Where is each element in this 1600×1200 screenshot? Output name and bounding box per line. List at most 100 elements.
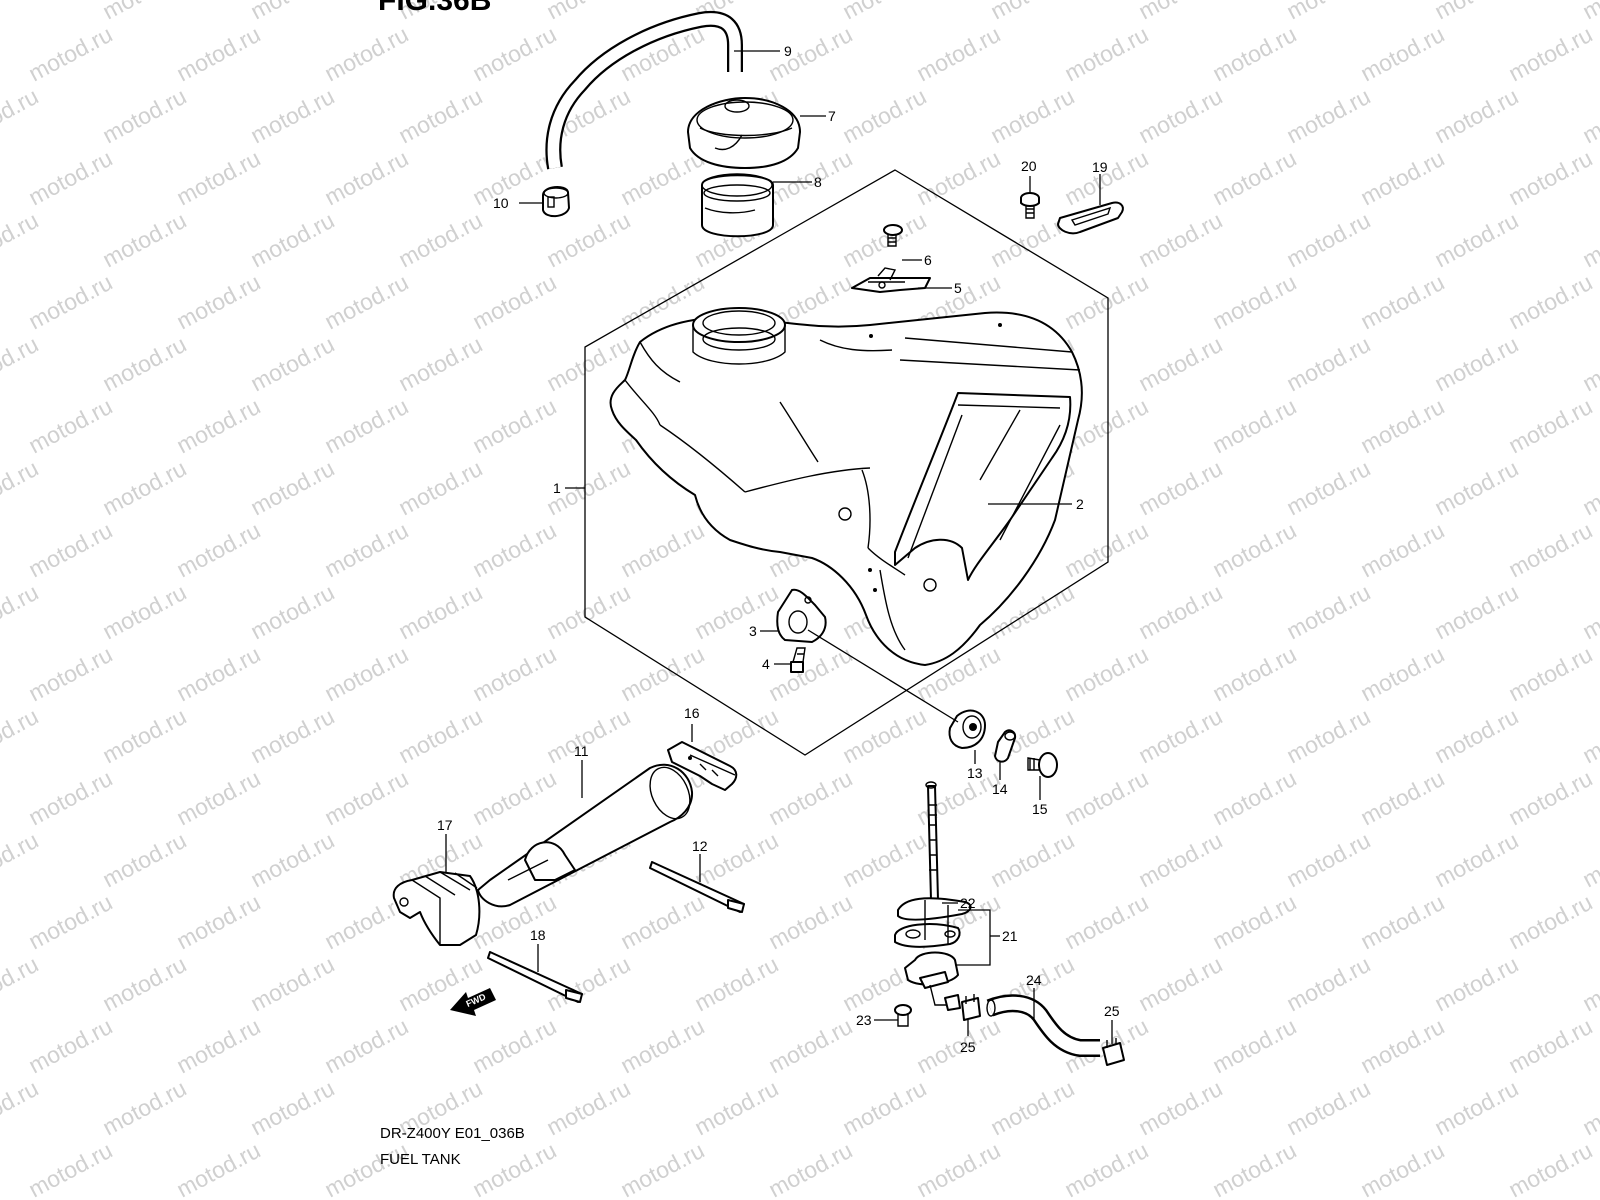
fuel-tank — [609, 307, 1083, 666]
callout-23: 23 — [856, 1012, 872, 1028]
watermark-text: motod.ru — [24, 1137, 116, 1200]
watermark-text: motod.ru — [172, 21, 264, 87]
callout-8: 8 — [814, 174, 822, 190]
watermark-text: motod.ru — [1356, 641, 1448, 707]
callout-14: 14 — [992, 781, 1008, 797]
watermark-text: motod.ru — [1282, 0, 1374, 24]
watermark-text: motod.ru — [98, 703, 190, 769]
watermark-text: motod.ru — [1208, 1013, 1300, 1079]
watermark-text: motod.ru — [838, 1075, 930, 1141]
watermark-text: motod.ru — [24, 1013, 116, 1079]
watermark-text: motod.ru — [690, 951, 782, 1017]
watermark-text: motod.ru — [24, 393, 116, 459]
heat-clip — [667, 741, 738, 791]
watermark-text: motod.ru — [246, 83, 338, 149]
watermark-text: motod.ru — [690, 827, 782, 893]
watermark-text: motod.ru — [1060, 641, 1152, 707]
watermark-text: motod.ru — [1134, 0, 1226, 24]
watermark-text: motod.ru — [542, 579, 634, 645]
watermark-text: motod.ru — [320, 393, 412, 459]
watermark-text: motod.ru — [172, 1137, 264, 1200]
leader-lines — [445, 50, 1113, 1044]
watermark-text: motod.ru — [1134, 455, 1226, 521]
watermark-text: motod.ru — [246, 331, 338, 397]
watermark-text: motod.ru — [172, 765, 264, 831]
watermark-text: motod.ru — [1282, 331, 1374, 397]
watermark-text: motod.ru — [838, 827, 930, 893]
watermark-text: motod.ru — [1430, 703, 1522, 769]
watermark-text: motod.ru — [1504, 517, 1596, 583]
watermark-text: motod.ru — [764, 1137, 856, 1200]
watermark-text: motod.ru — [320, 1137, 412, 1200]
watermark-text: motod.ru — [394, 455, 486, 521]
filler-gasket — [701, 173, 774, 238]
forward-arrow: FWD — [450, 988, 496, 1016]
fuel-hose — [986, 994, 1100, 1057]
screw-20 — [1020, 192, 1040, 219]
watermark-text: motod.ru — [616, 889, 708, 955]
watermark-text: motod.ru — [1578, 331, 1600, 397]
watermark-text: motod.ru — [1356, 269, 1448, 335]
watermark-text: motod.ru — [1430, 331, 1522, 397]
watermark-text: motod.ru — [1504, 1137, 1596, 1200]
watermark-text: motod.ru — [764, 1013, 856, 1079]
watermark-text: motod.ru — [1060, 1137, 1152, 1200]
watermark-text: motod.ru — [1208, 765, 1300, 831]
watermark-text: motod.ru — [1282, 1075, 1374, 1141]
watermark-text: motod.ru — [172, 517, 264, 583]
watermark-text: motod.ru — [1282, 207, 1374, 273]
callout-4: 4 — [762, 656, 770, 672]
watermark-text: motod.ru — [0, 951, 42, 1017]
callout-5: 5 — [954, 280, 962, 296]
watermark-text: motod.ru — [1134, 207, 1226, 273]
callout-9: 9 — [784, 43, 792, 59]
watermark-text: motod.ru — [1504, 21, 1596, 87]
watermark-text: motod.ru — [394, 703, 486, 769]
hose-clamp-25a — [961, 994, 981, 1021]
callout-22: 22 — [960, 895, 976, 911]
screw-6 — [883, 224, 903, 247]
watermark-text: motod.ru — [246, 1075, 338, 1141]
watermark-text: motod.ru — [912, 145, 1004, 211]
watermark-text: motod.ru — [320, 765, 412, 831]
watermark-text: motod.ru — [394, 83, 486, 149]
watermark-text: motod.ru — [98, 455, 190, 521]
callout-17: 17 — [437, 817, 453, 833]
watermark-text: motod.ru — [1060, 517, 1152, 583]
callout-19: 19 — [1092, 159, 1108, 175]
watermark-text: motod.ru — [1356, 1137, 1448, 1200]
watermark-text: motod.ru — [1578, 0, 1600, 24]
watermark-text: motod.ru — [1356, 765, 1448, 831]
watermark-text: motod.ru — [394, 579, 486, 645]
watermark-text: motod.ru — [468, 517, 560, 583]
callout-13: 13 — [967, 765, 983, 781]
watermark-text: motod.ru — [1060, 889, 1152, 955]
watermark-text: motod.ru — [1208, 889, 1300, 955]
watermark-text: motod.ru — [468, 1137, 560, 1200]
watermark-text: motod.ru — [912, 1137, 1004, 1200]
callout-labels: 9 7 8 10 20 19 6 5 1 2 3 4 13 14 15 16 1… — [437, 43, 1120, 1055]
hose-protector — [392, 871, 481, 946]
watermark-text: motod.ru — [246, 455, 338, 521]
watermark-text: motod.ru — [1430, 0, 1522, 24]
watermark-text: motod.ru — [468, 765, 560, 831]
watermark-text: motod.ru — [1578, 207, 1600, 273]
watermark-text: motod.ru — [1282, 455, 1374, 521]
watermark-text: motod.ru — [172, 641, 264, 707]
cable-tie-18 — [487, 951, 583, 1003]
mount-bracket — [776, 588, 827, 643]
tank-assembly-outline — [584, 169, 1109, 756]
callout-25a: 25 — [960, 1039, 976, 1055]
watermark-text: motod.ru — [172, 145, 264, 211]
watermark-text: motod.ru — [1578, 455, 1600, 521]
watermark-text: motod.ru — [1356, 393, 1448, 459]
watermark-text: motod.ru — [1504, 393, 1596, 459]
watermark-text: motod.ru — [246, 579, 338, 645]
watermark-text: motod.ru — [468, 641, 560, 707]
watermark-text: motod.ru — [1282, 703, 1374, 769]
cable-tie-12 — [649, 861, 745, 913]
callout-7: 7 — [828, 108, 836, 124]
watermark-text: motod.ru — [1430, 207, 1522, 273]
watermark-text: motod.ru — [0, 703, 42, 769]
watermark-text: motod.ru — [468, 1013, 560, 1079]
